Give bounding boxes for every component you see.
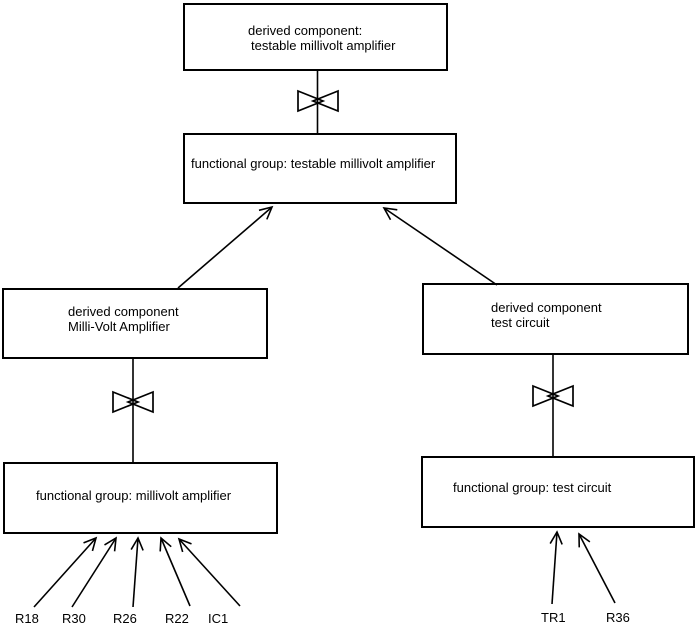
arrow-millivolt-to-testable-group [177, 205, 274, 289]
bowtie-icon [112, 390, 154, 414]
node-label: functional group: testable millivolt amp… [191, 156, 436, 171]
component-label-r36: R36 [606, 610, 630, 625]
arrow-tr1 [549, 530, 563, 605]
arrow-r30 [71, 536, 117, 608]
bowtie-icon [297, 89, 339, 113]
arrow-r22 [159, 536, 191, 607]
node-label: derived component [491, 300, 602, 315]
arrow-r26 [130, 536, 144, 608]
node-functional-group-millivolt-amplifier: functional group: millivolt amplifier [3, 462, 278, 534]
node-label: test circuit [491, 315, 550, 330]
component-label-r18: R18 [15, 611, 39, 626]
node-functional-group-test-circuit: functional group: test circuit [421, 456, 695, 528]
node-label: functional group: millivolt amplifier [36, 488, 232, 503]
node-label: functional group: test circuit [453, 480, 612, 495]
arrow-testcircuit-to-testable-group [382, 206, 498, 286]
node-label: derived component [68, 304, 179, 319]
node-label: Milli-Volt Amplifier [68, 319, 170, 334]
component-label-r26: R26 [113, 611, 137, 626]
component-label-r30: R30 [62, 611, 86, 626]
component-label-ic1: IC1 [208, 611, 229, 626]
component-label-tr1: TR1 [541, 610, 566, 625]
node-label: derived component: [248, 23, 363, 38]
node-derived-testable-amplifier: derived component: testable millivolt am… [183, 3, 448, 71]
arrow-ic1 [177, 537, 241, 607]
node-functional-group-testable-amplifier: functional group: testable millivolt amp… [183, 133, 457, 204]
bowtie-icon [532, 384, 574, 408]
node-derived-test-circuit: derived component test circuit [422, 283, 689, 355]
node-derived-millivolt-amplifier: derived component Milli-Volt Amplifier [2, 288, 268, 359]
arrow-r18 [33, 536, 98, 608]
component-label-r22: R22 [165, 611, 189, 626]
node-label: testable millivolt amplifier [251, 38, 396, 53]
arrow-r36 [578, 532, 616, 604]
